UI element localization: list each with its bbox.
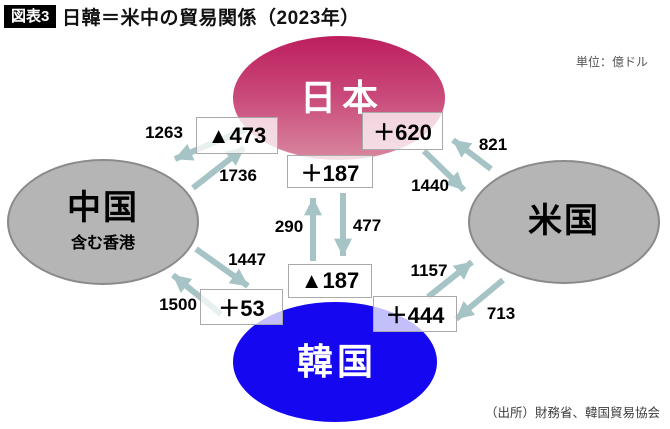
flow-usa-to-korea: 713 — [486, 304, 516, 323]
flow-korea-to-japan: 290 — [274, 217, 304, 236]
node-usa: 米国 — [468, 160, 660, 284]
arrow-usa-to-korea — [454, 277, 505, 322]
balance-box-japan-korea: ＋187 — [287, 155, 373, 188]
flow-china-to-korea: 1447 — [228, 250, 266, 269]
node-china: 中国 含む香港 — [7, 159, 199, 285]
figure-number-badge: 図表3 — [4, 5, 57, 28]
node-korea-label: 韓国 — [296, 341, 377, 383]
arrow-korea-to-usa — [426, 259, 474, 300]
arrow-japan-to-usa — [421, 148, 467, 193]
source-note: （出所）財務省、韓国貿易協会 — [484, 406, 660, 420]
node-usa-label: 米国 — [528, 202, 600, 241]
arrow-china-to-korea — [194, 246, 250, 289]
node-china-label: 中国 — [67, 189, 139, 228]
arrow-china-to-japan — [191, 145, 246, 191]
flow-korea-to-usa: 1157 — [410, 261, 448, 280]
unit-note: 単位：億ドル — [575, 55, 648, 69]
balance-box-korea-usa: ＋444 — [373, 296, 457, 332]
flow-japan-to-usa: 1440 — [411, 176, 449, 195]
balance-box-japan-usa: ＋620 — [362, 112, 443, 150]
node-japan-label: 日本 — [299, 77, 384, 119]
arrow-usa-to-japan — [451, 137, 493, 172]
flow-china-to-japan: 1736 — [219, 166, 257, 185]
flow-usa-to-japan: 821 — [478, 135, 508, 154]
node-china-sublabel: 含む香港 — [70, 234, 135, 252]
page-title: 日韓＝米中の貿易関係（2023年） — [62, 8, 360, 29]
balance-box-korea-china: ＋53 — [200, 289, 283, 325]
balance-box-korea-japan: ▲187 — [288, 264, 372, 298]
balance-box-japan-china: ▲473 — [196, 117, 278, 154]
flow-japan-to-korea: 477 — [352, 216, 382, 235]
flow-japan-to-china: 1263 — [145, 123, 183, 142]
flow-korea-to-china: 1500 — [159, 295, 197, 314]
